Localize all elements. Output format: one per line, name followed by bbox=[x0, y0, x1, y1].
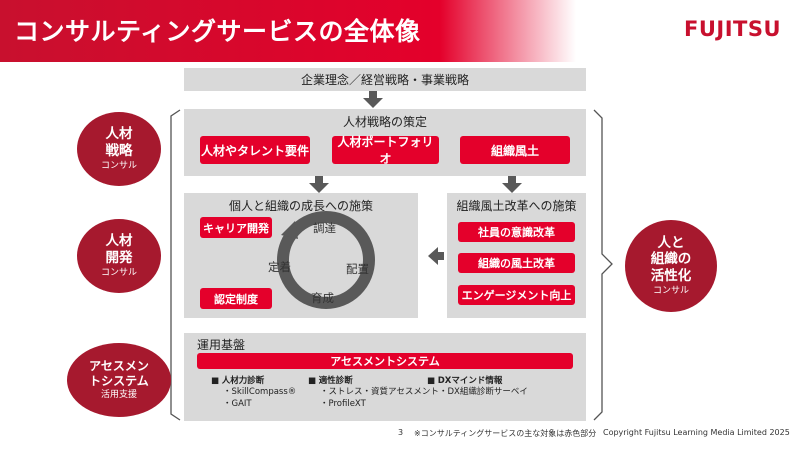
cycle-assign-label: 配置 bbox=[346, 262, 369, 276]
col3-head: DXマインド情報 bbox=[437, 376, 503, 386]
assessment-system-bar: アセスメントシステム bbox=[197, 353, 573, 369]
cycle-procure-label: 調達 bbox=[313, 221, 336, 235]
page-title: コンサルティングサービスの全体像 bbox=[14, 17, 421, 46]
platform-col1: ■ 人材力診断 ・SkillCompass® ・GAIT bbox=[211, 376, 296, 410]
col3-item: ・DX組織診断サーベイ bbox=[439, 387, 528, 398]
cycle-develop-label: 育成 bbox=[311, 291, 334, 305]
org-culture-button: 組織風土 bbox=[460, 136, 570, 164]
arrow-stem bbox=[315, 176, 323, 183]
fujitsu-logo: FUJITSU bbox=[684, 17, 782, 41]
talent-portfolio-button: 人材ポートフォリオ bbox=[332, 135, 439, 166]
hr-strategy-title: 人材戦略の策定 bbox=[342, 115, 427, 129]
org-activation-consulting-circle: 人と 組織の 活性化 コンサル bbox=[625, 220, 717, 312]
career-development-button: キャリア開発 bbox=[200, 217, 272, 238]
down-arrow-icon bbox=[309, 183, 329, 193]
col1-head: 人材力診断 bbox=[221, 376, 265, 386]
culture-reform-title: 組織風土改革への施策 bbox=[456, 199, 577, 213]
talent-requirements-button: 人材やタレント要件 bbox=[200, 136, 310, 164]
footnote: ※コンサルティングサービスの主な対象は赤色部分 bbox=[414, 429, 597, 438]
circle-text: アセスメン bbox=[89, 358, 149, 373]
left-arrow-icon bbox=[428, 247, 438, 265]
assessment-support-circle: アセスメン トシステム 活用支援 bbox=[67, 343, 171, 417]
circle-subtext: コンサル bbox=[100, 267, 137, 278]
down-arrow-icon bbox=[363, 98, 383, 108]
employee-awareness-button: 社員の意識改革 bbox=[458, 222, 575, 242]
engagement-button: エンゲージメント向上 bbox=[458, 285, 575, 305]
circle-subtext: コンサル bbox=[652, 286, 689, 297]
col2-head: 適性診断 bbox=[318, 376, 353, 386]
platform-title: 運用基盤 bbox=[197, 338, 246, 352]
circle-text: 人と bbox=[657, 234, 685, 251]
circle-text: 組織の bbox=[650, 251, 692, 268]
circle-text: トシステム bbox=[89, 373, 149, 388]
org-culture-reform-button: 組織の風土改革 bbox=[458, 253, 575, 273]
arrow-stem bbox=[369, 91, 377, 98]
certification-button: 認定制度 bbox=[200, 288, 272, 309]
hr-strategy-consulting-circle: 人材 戦略 コンサル bbox=[77, 112, 161, 186]
circle-text: 活性化 bbox=[650, 268, 692, 285]
copyright: Copyright Fujitsu Learning Media Limited… bbox=[603, 428, 790, 437]
col1-item: ・GAIT bbox=[223, 398, 252, 409]
arrow-stem bbox=[508, 176, 516, 183]
arrow-stem bbox=[438, 252, 444, 260]
circle-subtext: 活用支援 bbox=[100, 389, 137, 400]
bullet-square-icon: ■ bbox=[427, 376, 438, 386]
circle-text: 戦略 bbox=[105, 142, 133, 159]
header-bar bbox=[0, 0, 800, 62]
left-bracket bbox=[170, 109, 181, 421]
page-number: 3 bbox=[398, 428, 404, 437]
circle-text: 開発 bbox=[105, 249, 133, 266]
circle-text: 人材 bbox=[105, 126, 133, 142]
platform-col2: ■ 適性診断 ・ストレス・資質アセスメント ・ProfileXT bbox=[308, 376, 439, 410]
platform-box bbox=[184, 333, 586, 421]
corporate-philosophy-box: 企業理念／経営戦略・事業戦略 bbox=[184, 68, 586, 91]
bullet-square-icon: ■ bbox=[211, 376, 222, 386]
col2-item: ・ProfileXT bbox=[320, 398, 366, 409]
growth-measures-title: 個人と組織の成長への施策 bbox=[228, 199, 373, 213]
growth-cycle-diagram bbox=[277, 211, 375, 309]
col1-item: ・SkillCompass® bbox=[223, 387, 297, 398]
circle-text: 人材 bbox=[105, 233, 133, 249]
down-arrow-icon bbox=[502, 183, 522, 193]
bullet-square-icon: ■ bbox=[308, 376, 319, 386]
platform-col3: ■ DXマインド情報 ・DX組織診断サーベイ bbox=[427, 376, 528, 399]
col2-item: ・ストレス・資質アセスメント bbox=[320, 387, 439, 398]
hr-development-consulting-circle: 人材 開発 コンサル bbox=[77, 219, 161, 293]
cycle-retain-label: 定着 bbox=[268, 260, 291, 274]
circle-subtext: コンサル bbox=[100, 160, 137, 171]
right-bracket bbox=[593, 109, 613, 421]
